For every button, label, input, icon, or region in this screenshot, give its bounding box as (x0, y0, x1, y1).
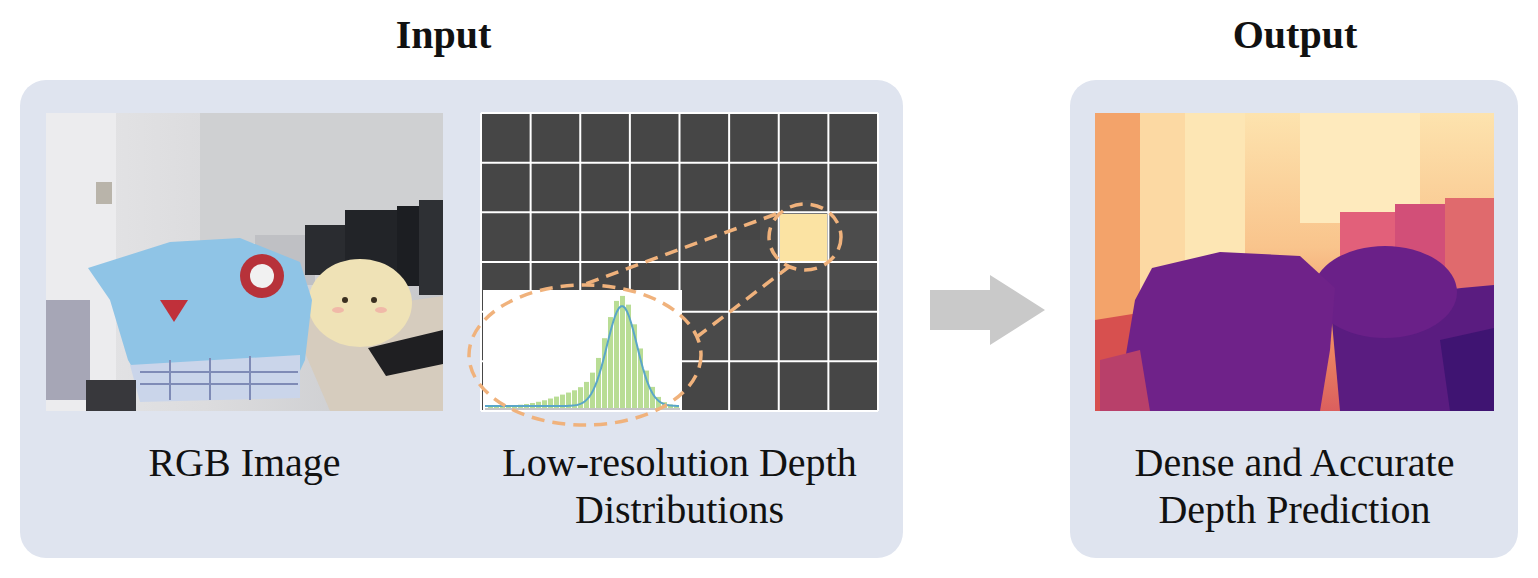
input-panel: InputRGB ImageLow-resolution Depth Distr… (20, 80, 903, 558)
rgb-photo-part (375, 307, 387, 313)
grid-lines-part (481, 261, 878, 263)
rgb-image-box: RGB Image (46, 113, 443, 533)
fit-curve (485, 306, 679, 406)
callout-dashes (469, 204, 841, 425)
grid-lines-part (481, 112, 878, 114)
depth-map (1095, 113, 1494, 411)
rgb-photo-part (96, 182, 112, 204)
rgb-photo-part (250, 264, 274, 288)
rgb-photo-part (308, 259, 412, 347)
panel-backgrounds-part (20, 80, 903, 558)
grid-lines (481, 113, 878, 411)
image-caption: Dense and Accurate Depth Prediction (1099, 439, 1491, 533)
callout-dashes-part (469, 285, 701, 425)
grid-lines-part (481, 162, 878, 164)
depth-grid (481, 113, 878, 411)
rgb-photo-part (46, 113, 116, 411)
callout-dashes-part (769, 204, 841, 270)
image-caption: Low-resolution Depth Distributions (470, 439, 890, 533)
depth-map-part (1445, 198, 1494, 288)
histogram-inset-part (483, 290, 682, 411)
histogram-inset (483, 290, 682, 411)
depth-prediction-box: Dense and Accurate Depth Prediction (1095, 113, 1494, 537)
rgb-photo-part (419, 200, 443, 295)
depth-grid-part (780, 214, 827, 261)
depth-grid-part (481, 113, 878, 411)
depth-map-part (1100, 350, 1150, 411)
rgb-photo-part (46, 300, 90, 400)
rgb-photo-part (240, 254, 284, 298)
rgb-photo-part (160, 300, 188, 322)
rgb-photo-part (371, 297, 377, 303)
rgb-photo (46, 113, 443, 411)
histogram-bars-part (536, 402, 541, 408)
histogram-bars-part (620, 296, 625, 408)
flow-arrow (930, 275, 1045, 345)
rgb-photo-part (140, 356, 298, 400)
rgb-photo-part (397, 206, 419, 286)
depth-map-part (1095, 113, 1494, 411)
output-panel: OutputDense and Accurate Depth Predictio… (1070, 80, 1518, 558)
rgb-photo-part (130, 355, 300, 402)
callout-dashes-part (580, 214, 776, 286)
depth-map-part (1125, 252, 1335, 411)
rgb-photo-part (332, 307, 344, 313)
rgb-photo-part (46, 113, 443, 411)
histogram-bars-part (584, 382, 589, 408)
panel-heading: Output (1071, 12, 1519, 58)
depth-map-part (1185, 113, 1245, 263)
panel-backgrounds-part (1070, 80, 1518, 558)
depth-distribution-box: Low-resolution Depth Distributions (481, 113, 878, 537)
depth-map-part (1440, 328, 1494, 411)
rgb-photo-part (86, 380, 136, 411)
panel-backgrounds (20, 80, 1518, 558)
image-caption: RGB Image (46, 439, 443, 486)
grid-lines-part (481, 211, 878, 213)
callout-dashes-part (698, 266, 790, 336)
rgb-photo-part (342, 297, 348, 303)
panel-heading: Input (2, 12, 885, 58)
